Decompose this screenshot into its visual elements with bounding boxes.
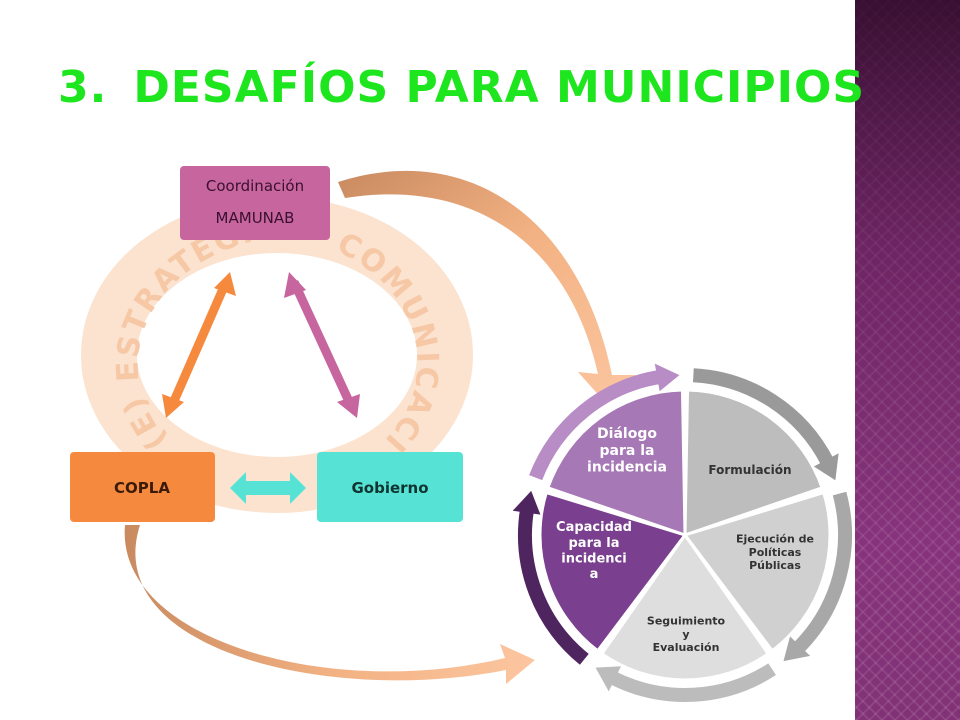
cycle-arrow-arc-1 bbox=[692, 368, 834, 466]
curved-arrow-top bbox=[338, 170, 636, 400]
box-coordinacion: Coordinación MAMUNAB bbox=[180, 166, 330, 240]
cycle-label-5-line-3: incidencia bbox=[587, 460, 667, 476]
cycle-label-3-line-3: Evaluación bbox=[653, 641, 720, 654]
cycle-arrow-arc-3 bbox=[609, 663, 776, 702]
cycle-arrow-arc-5 bbox=[529, 370, 662, 481]
cycle-label-2-line-1: Ejecución de bbox=[736, 533, 814, 546]
cycle-label-2-line-3: Públicas bbox=[749, 559, 801, 572]
box-copla-shape bbox=[70, 452, 215, 522]
cycle-label-4-line-2: para la bbox=[568, 536, 619, 551]
cycle-arrow-arc-2 bbox=[793, 491, 852, 654]
cycle-segment-1 bbox=[683, 388, 825, 538]
box-gobierno-shape bbox=[317, 452, 463, 522]
box-gobierno-label: Gobierno bbox=[351, 479, 428, 497]
double-arrow-teal bbox=[230, 472, 306, 504]
cycle-segment-2 bbox=[682, 490, 832, 653]
cycle-arrow-head-4 bbox=[512, 490, 541, 515]
cycle-arrow-head-5 bbox=[654, 363, 680, 392]
cycle-segment-3 bbox=[599, 532, 771, 682]
cycle-label-4-line-4: a bbox=[590, 567, 599, 582]
double-arrow-pink bbox=[284, 272, 360, 418]
cycle-segment-4 bbox=[538, 490, 688, 653]
title-text: DESAFÍOS PARA MUNICIPIOS bbox=[133, 62, 866, 113]
box-coordinacion-line2: MAMUNAB bbox=[216, 209, 295, 227]
box-coordinacion-shape bbox=[180, 166, 330, 240]
box-gobierno: Gobierno bbox=[317, 452, 463, 522]
box-copla: COPLA bbox=[70, 452, 215, 522]
cycle-label-1-line-1: Formulación bbox=[708, 463, 791, 477]
cycle-label-4-line-1: Capacidad bbox=[556, 520, 632, 535]
cycle-arrow-head-2 bbox=[783, 636, 811, 662]
title-number: 3. bbox=[58, 62, 108, 113]
box-coordinacion-line1: Coordinación bbox=[206, 177, 304, 195]
cycle-arrow-head-1 bbox=[813, 453, 839, 481]
cycle-arrow-head-3 bbox=[595, 666, 621, 692]
cycle-label-5-line-1: Diálogo bbox=[597, 426, 657, 442]
decorative-side-strip bbox=[855, 0, 960, 720]
cycle-label-4-line-3: incidenci bbox=[561, 551, 626, 566]
double-arrow-orange bbox=[162, 272, 236, 418]
cycle-label-5-line-2: para la bbox=[600, 443, 655, 459]
curved-arrow-bottom bbox=[124, 525, 535, 684]
cycle-label-2-line-2: Políticas bbox=[749, 546, 802, 559]
cycle-label-3-line-1: Seguimiento bbox=[647, 615, 726, 628]
box-copla-label: COPLA bbox=[114, 479, 170, 497]
strategy-ring: (E) ESTRATEGIA COMUNICACION bbox=[0, 0, 473, 513]
cycle-segment-5 bbox=[545, 388, 687, 538]
cycle-label-3-line-2: y bbox=[682, 628, 689, 641]
cycle-arrow-arc-4 bbox=[518, 508, 589, 665]
page-title: 3. DESAFÍOS PARA MUNICIPIOS bbox=[58, 62, 865, 113]
